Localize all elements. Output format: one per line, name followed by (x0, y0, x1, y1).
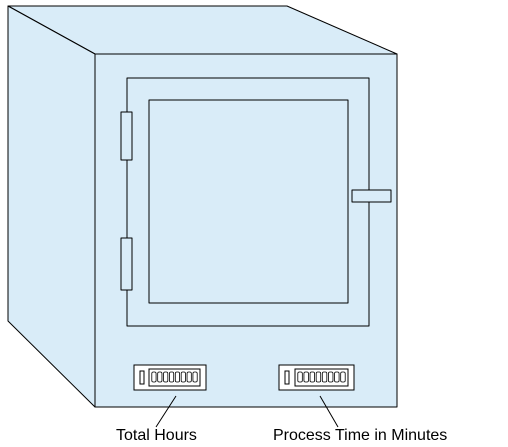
counter-digit (169, 371, 175, 383)
counter-digit (297, 371, 303, 383)
counter-digit (334, 371, 340, 383)
counter-indicator (284, 370, 290, 385)
cabinet-left-side (7, 5, 96, 408)
total-hours-counter (133, 364, 207, 391)
counter-indicator (139, 370, 145, 385)
process-time-counter (278, 364, 355, 391)
counter-digit (157, 371, 163, 383)
counter-digit (328, 371, 334, 383)
counter-display (294, 368, 349, 387)
counter-digit (186, 371, 192, 383)
counter-digit (163, 371, 169, 383)
counter-digits (297, 371, 346, 383)
door-handle (351, 189, 392, 203)
lower-hinge (120, 237, 133, 291)
process-time-leader (319, 395, 339, 428)
counter-digit (151, 371, 157, 383)
counter-digit (340, 371, 346, 383)
counter-digit (174, 371, 180, 383)
total-hours-leader (155, 395, 177, 428)
door-window (148, 99, 349, 304)
counter-digit (180, 371, 186, 383)
total-hours-label: Total Hours (116, 427, 197, 444)
process-time-label: Process Time in Minutes (273, 427, 448, 444)
upper-hinge (120, 111, 133, 161)
counter-digit (192, 371, 198, 383)
counter-digit (309, 371, 315, 383)
counter-digit (315, 371, 322, 383)
counter-display (148, 368, 201, 387)
counter-digits (151, 371, 198, 383)
counter-digit (321, 371, 328, 383)
counter-digit (303, 371, 309, 383)
